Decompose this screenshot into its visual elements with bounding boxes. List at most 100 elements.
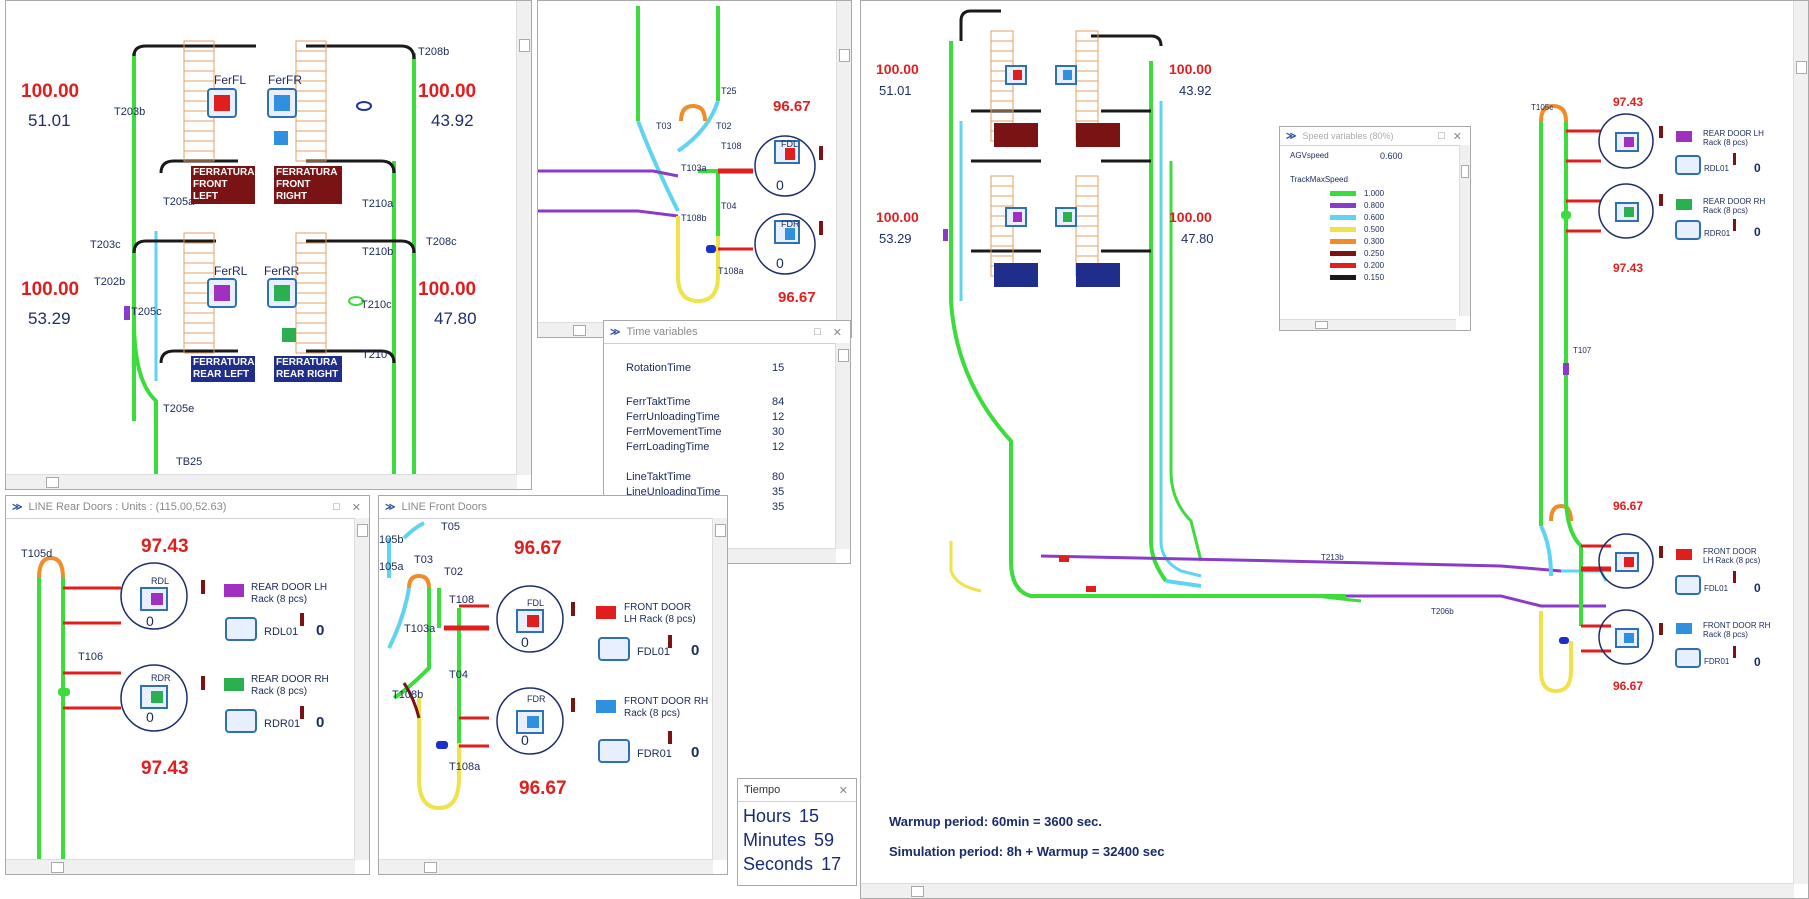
speed-value: 1.000 <box>1364 188 1385 198</box>
ferratura-canvas <box>124 40 416 475</box>
rack-count: 0 <box>1754 655 1761 669</box>
speed-titlebar[interactable]: ≫ Speed variables (80%) □✕ <box>1280 127 1470 146</box>
time-variable-value: 30 <box>772 426 785 438</box>
speed-color-swatch <box>1330 274 1356 280</box>
track-label: T103a <box>404 623 436 635</box>
speed-legend-row: 0.150 <box>1330 271 1384 283</box>
rack-id: FDR01 <box>637 748 672 760</box>
fd-value-top: 96.67 <box>514 538 562 559</box>
track-label: T04 <box>449 669 468 681</box>
r-value: 53.29 <box>879 231 912 246</box>
horizontal-scrollbar[interactable] <box>379 859 713 874</box>
time-variable-value: 12 <box>772 411 785 423</box>
r-value: 96.67 <box>1613 499 1644 513</box>
track-label: T208c <box>426 236 457 248</box>
track-label: T105c <box>1531 103 1554 112</box>
time-variable-name: FerrUnloadingTime <box>626 411 720 423</box>
rear-doors-titlebar[interactable]: ≫ LINE Rear Doors : Units : (115.00,52.6… <box>6 496 369 519</box>
close-icon[interactable]: ✕ <box>351 501 361 514</box>
r-value: 43.92 <box>1179 83 1212 98</box>
track-label: T206b <box>1431 607 1454 616</box>
line-rear-doors-window: ≫ LINE Rear Doors : Units : (115.00,52.6… <box>5 495 370 875</box>
window-title: Speed variables (80%) <box>1302 131 1394 141</box>
track-label: T208b <box>418 46 450 58</box>
station-count: 0 <box>521 634 529 650</box>
fer-label: FerFL <box>214 73 247 87</box>
tiempo-titlebar[interactable]: Tiempo ✕ <box>738 779 856 802</box>
station-label: FDR <box>781 219 800 229</box>
vertical-scrollbar[interactable] <box>516 1 531 475</box>
horizontal-scrollbar[interactable] <box>6 474 517 489</box>
vertical-scrollbar[interactable] <box>1459 145 1470 316</box>
speed-color-swatch <box>1330 214 1356 220</box>
vertical-scrollbar[interactable] <box>836 1 851 323</box>
station-count: 0 <box>521 732 529 748</box>
agv-speed-label: AGVspeed <box>1290 151 1329 160</box>
ferratura-window: 100.00 51.01 100.00 43.92 100.00 53.29 1… <box>5 0 532 490</box>
track-label: T205c <box>131 306 162 318</box>
horizontal-scrollbar[interactable] <box>6 859 355 874</box>
app-icon: ≫ <box>610 326 621 338</box>
speed-value: 0.500 <box>1364 224 1385 234</box>
speed-value: 0.800 <box>1364 200 1385 210</box>
vertical-scrollbar[interactable] <box>835 343 850 549</box>
agv-speed-value: 0.600 <box>1380 151 1403 161</box>
track-label: T04 <box>721 201 737 211</box>
track-label: T03 <box>656 121 672 131</box>
rack-count: 0 <box>316 714 325 731</box>
close-icon[interactable]: ✕ <box>838 784 848 797</box>
track-label: T108b <box>681 213 707 223</box>
maximize-icon[interactable]: □ <box>333 500 340 513</box>
rack-id: RDL01 <box>1704 164 1729 173</box>
speed-color-swatch <box>1330 226 1356 232</box>
close-icon[interactable]: ✕ <box>1452 130 1462 143</box>
maximize-icon[interactable]: □ <box>1438 129 1445 142</box>
horizontal-scrollbar[interactable] <box>861 883 1794 898</box>
rack-id: RDR01 <box>1704 229 1731 238</box>
front-doors-titlebar[interactable]: ≫ LINE Front Doors <box>379 496 727 519</box>
rack-count: 0 <box>691 642 700 659</box>
speed-legend-row: 0.300 <box>1330 235 1384 247</box>
track-label: T105d <box>21 548 53 560</box>
station-label: FDR <box>527 694 546 704</box>
speed-color-swatch <box>1330 202 1356 208</box>
vertical-scrollbar[interactable] <box>712 518 727 860</box>
time-variable-name: FerrMovementTime <box>626 426 722 438</box>
window-title: Tiempo <box>744 784 781 796</box>
r-value: 100.00 <box>1169 209 1212 225</box>
vertical-scrollbar[interactable] <box>1793 1 1808 884</box>
rack-count: 0 <box>691 744 700 761</box>
horizontal-scrollbar[interactable] <box>1280 319 1456 330</box>
fer-label: FerRR <box>264 264 300 278</box>
track-label: T02 <box>444 566 463 578</box>
value-rear-left-2: 53.29 <box>28 309 71 328</box>
fer-label: FerFR <box>268 73 302 87</box>
station-label: RDR <box>151 673 171 683</box>
rack-id: FDL01 <box>1704 584 1729 593</box>
vertical-scrollbar[interactable] <box>354 518 369 860</box>
rd-value-bottom: 97.43 <box>141 758 189 779</box>
app-icon: ≫ <box>385 501 396 513</box>
track-label: T108a <box>449 761 481 773</box>
close-icon[interactable]: ✕ <box>832 326 842 339</box>
time-variable-name: RotationTime <box>626 362 692 374</box>
track-label: T02 <box>716 121 732 131</box>
track-label: T203b <box>114 106 146 118</box>
r-value: 100.00 <box>876 209 919 225</box>
rack-count: 0 <box>316 622 325 639</box>
track-label: T103a <box>681 163 707 173</box>
maximize-icon[interactable]: □ <box>814 325 821 338</box>
time-variables-titlebar[interactable]: ≫ Time variables □✕ <box>604 321 850 344</box>
value-front-right: 100.00 <box>418 81 477 102</box>
station-label: FDL <box>781 139 799 149</box>
